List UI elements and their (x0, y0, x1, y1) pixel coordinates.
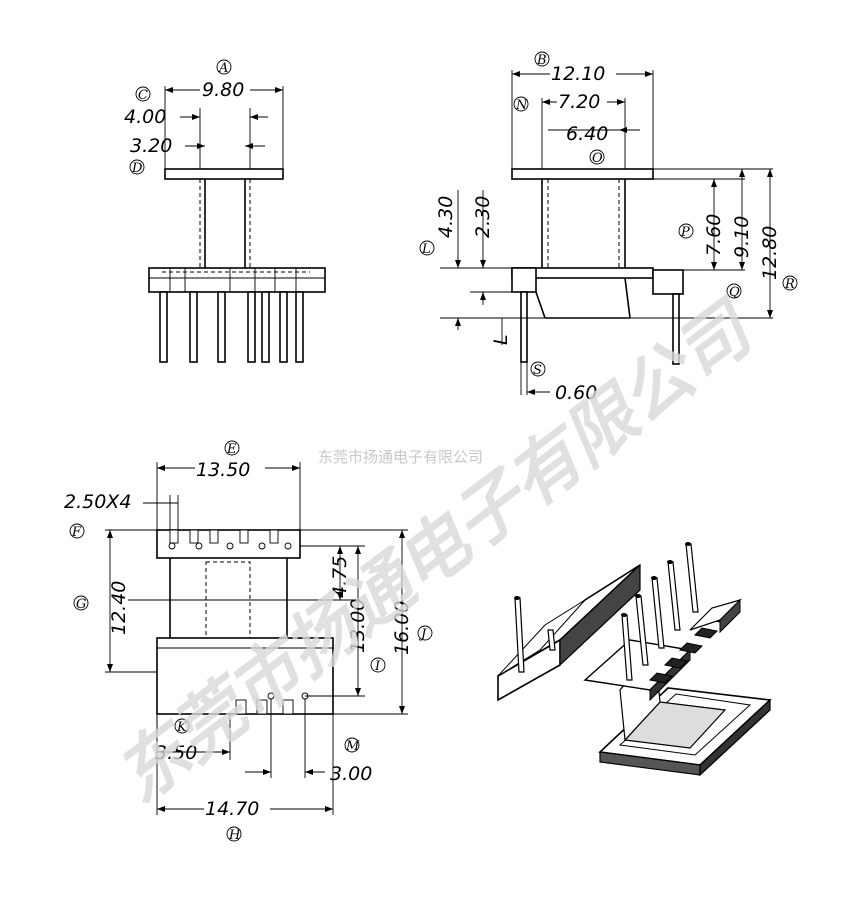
front-view: 9.80 A 4.00 C 3.20 D (124, 59, 326, 363)
dim-n: 7.20 (558, 91, 600, 113)
label-a: A (218, 61, 228, 76)
dim-j: 16.00 (391, 601, 413, 655)
dim-k1: 4.75 (329, 556, 351, 598)
side-view: 12.10 B 7.20 N 6.40 O 4.30 2.30 L (419, 51, 798, 404)
dim-a: 9.80 (202, 79, 244, 101)
label-h: H (228, 828, 241, 843)
dim-s: 0.60 (555, 382, 597, 404)
dim-g: 12.40 (108, 581, 130, 635)
dim-o: 6.40 (566, 123, 608, 145)
dim-m: 3.00 (330, 763, 372, 785)
small-watermark: 东莞市扬通电子有限公司 (318, 448, 483, 466)
dim-q: 9.10 (731, 216, 753, 258)
label-j: J (418, 627, 427, 642)
label-g: G (76, 597, 86, 612)
top-view: 13.50 E 2.50X4 F 12.40 G 4.75 13.00 I (64, 440, 433, 843)
label-p: P (680, 225, 690, 240)
label-f: F (71, 525, 82, 540)
dim-k: 3.50 (155, 742, 197, 764)
label-r: R (784, 277, 795, 292)
dim-l2: 2.30 (472, 196, 494, 238)
label-n: N (515, 98, 528, 113)
dim-r: 12.80 (759, 226, 781, 280)
dim-c: 4.00 (124, 106, 166, 128)
label-o: O (592, 151, 603, 166)
dim-b: 12.10 (551, 63, 605, 85)
label-i: I (374, 659, 381, 674)
dim-p: 7.60 (703, 214, 725, 256)
label-d: D (131, 161, 143, 176)
label-s: S (533, 363, 542, 378)
isometric-view (497, 542, 772, 777)
label-m: M (345, 739, 360, 754)
dim-e: 13.50 (196, 459, 250, 481)
dim-h: 14.70 (205, 798, 259, 820)
label-e: E (226, 442, 237, 457)
dim-l: L (490, 334, 512, 345)
dim-d: 3.20 (130, 135, 172, 157)
dim-l1: 4.30 (435, 196, 457, 238)
dim-f: 2.50X4 (64, 491, 131, 513)
label-k: K (176, 720, 188, 735)
dim-i: 13.00 (347, 599, 369, 653)
label-b: B (536, 53, 547, 68)
label-q: Q (729, 285, 740, 300)
label-c: C (138, 88, 148, 103)
label-l: L (421, 242, 431, 257)
